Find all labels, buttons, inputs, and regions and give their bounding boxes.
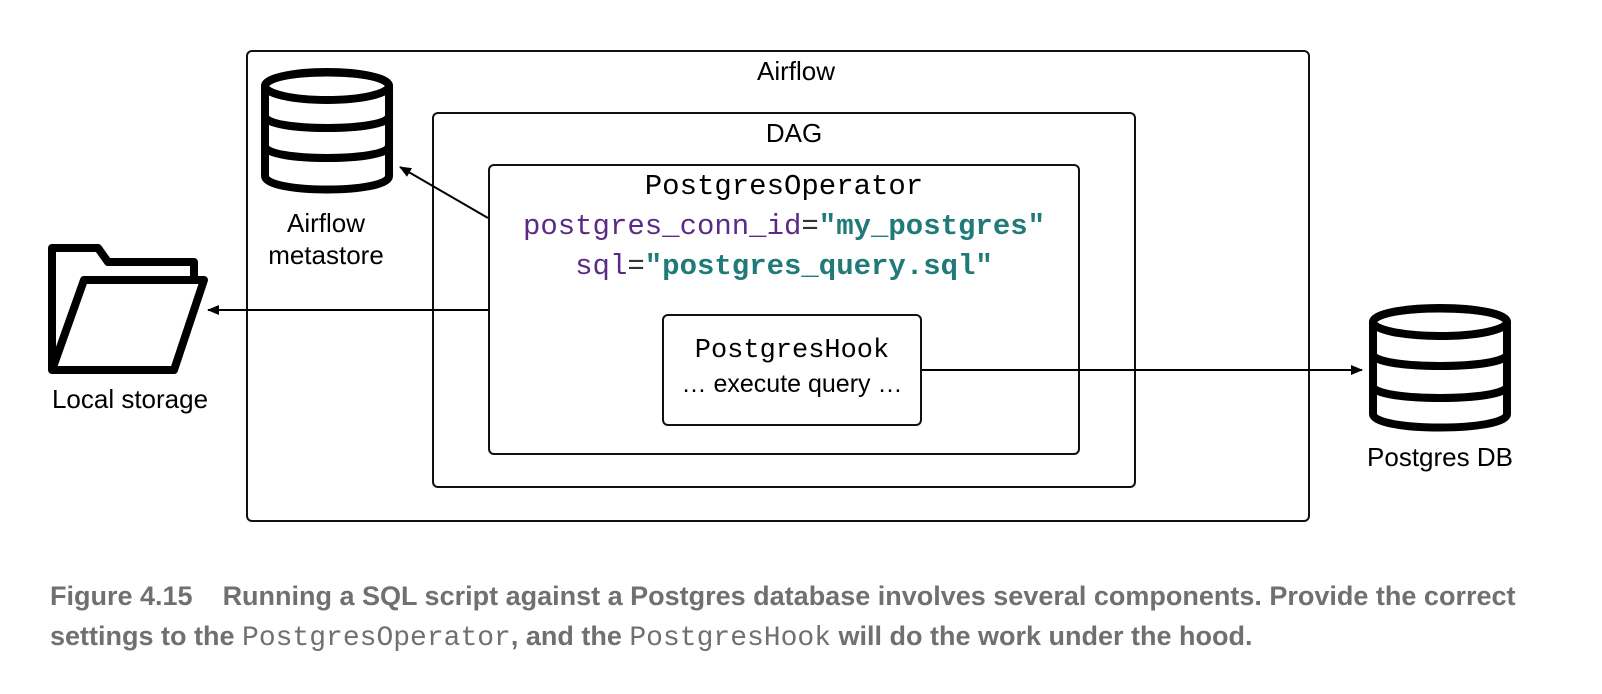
- param-key: postgres_conn_id: [522, 210, 802, 243]
- local-storage-label: Local storage: [51, 384, 209, 414]
- caption-text: , and the: [510, 621, 630, 651]
- metastore-label-line1: Airflow: [286, 208, 365, 238]
- operator-param-sql: sql="postgres_query.sql": [488, 250, 1080, 283]
- param-value: "postgres_query.sql": [644, 250, 993, 283]
- postgres-hook-box: [662, 314, 922, 426]
- database-icon: [261, 68, 393, 194]
- postgres-operator-box: [488, 164, 1080, 455]
- hook-title: PostgresHook: [694, 336, 890, 366]
- airflow-box: [246, 50, 1310, 522]
- caption-text: Running a SQL script against a Postgres …: [50, 581, 1516, 651]
- caption-code: PostgresOperator: [242, 623, 511, 654]
- database-icon: [1369, 304, 1511, 432]
- airflow-title: Airflow: [756, 56, 835, 86]
- hook-subtitle: … execute query …: [681, 370, 903, 398]
- dag-title: DAG: [765, 118, 823, 148]
- param-value: "my_postgres": [818, 210, 1046, 243]
- operator-param-conn-id: postgres_conn_id="my_postgres": [488, 210, 1080, 243]
- caption-code: PostgresHook: [629, 623, 832, 654]
- postgres-db-label: Postgres DB: [1367, 442, 1513, 472]
- param-key: sql: [575, 250, 628, 283]
- operator-title: PostgresOperator: [644, 170, 924, 203]
- figure-number: Figure 4.15: [50, 581, 193, 611]
- dag-box: [432, 112, 1136, 488]
- caption-text: will do the work under the hood.: [831, 621, 1253, 651]
- metastore-label-line2: metastore: [268, 240, 384, 270]
- param-eq: =: [801, 210, 819, 243]
- param-eq: =: [627, 250, 645, 283]
- folder-icon: [48, 244, 208, 374]
- arrow-to-metastore: [399, 166, 489, 219]
